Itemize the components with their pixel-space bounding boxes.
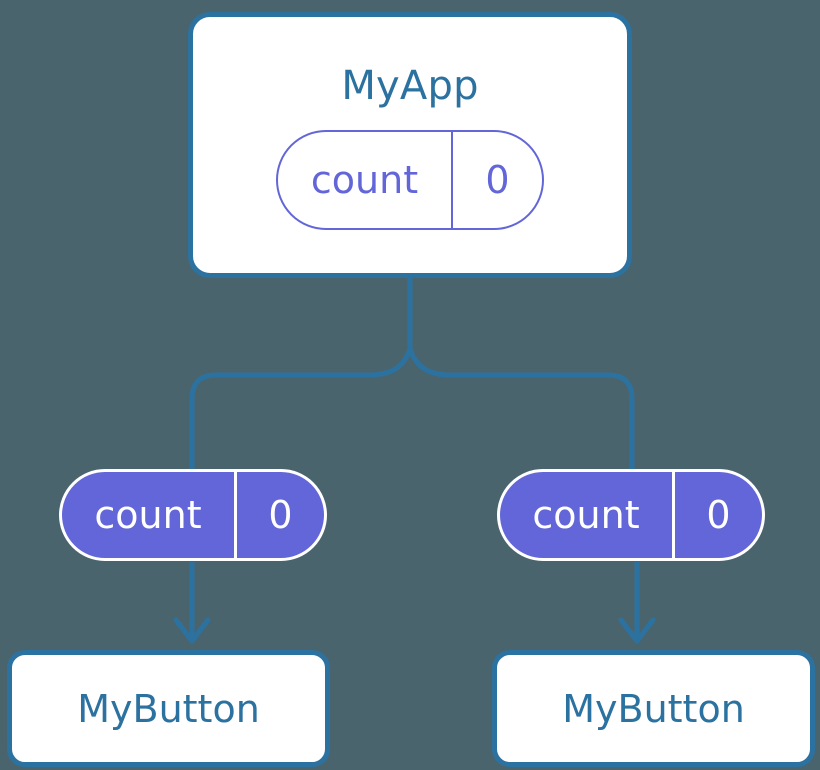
- leaf-component-card-left[interactable]: MyButton: [7, 650, 330, 767]
- root-component-title: MyApp: [341, 63, 479, 109]
- root-state-value: 0: [485, 158, 510, 202]
- root-state-pill[interactable]: count 0: [276, 130, 544, 230]
- child-state-pill-right[interactable]: count 0: [497, 469, 765, 561]
- root-state-key: count: [278, 132, 453, 228]
- leaf-component-title-left: MyButton: [77, 686, 260, 731]
- branch-left-line: [189, 348, 413, 478]
- leaf-component-title-right: MyButton: [562, 686, 745, 731]
- leaf-component-card-right[interactable]: MyButton: [492, 650, 815, 767]
- arrow-right-head: [618, 617, 656, 644]
- branch-right-line: [407, 348, 635, 478]
- child-state-key-right: count: [500, 472, 675, 558]
- child-state-key-left: count: [62, 472, 237, 558]
- child-state-value-right: 0: [706, 493, 731, 537]
- arrow-left-head: [173, 617, 211, 644]
- child-state-pill-left[interactable]: count 0: [59, 469, 327, 561]
- child-state-value-left: 0: [268, 493, 293, 537]
